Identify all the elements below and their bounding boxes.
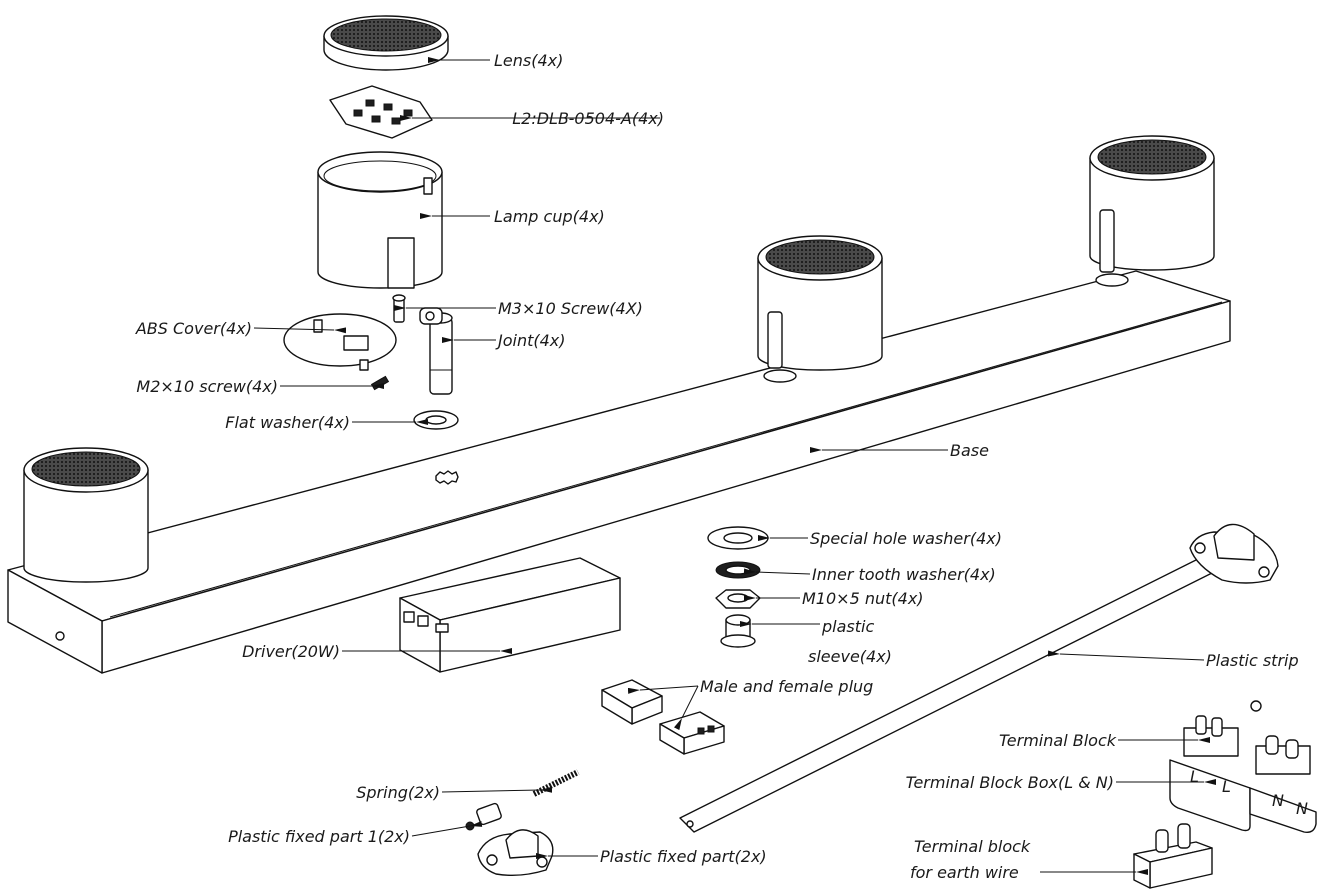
callout-labels: Lens(4x) L2:DLB-0504-A(4x) Lamp cup(4x) … [135,51,1299,882]
small-washer [1250,700,1262,712]
plastic-sleeve [720,614,756,648]
lamp-cup-middle [757,235,883,383]
label-terminal-block: Terminal Block [999,731,1117,750]
male-plug [601,679,663,725]
lamp-cup-right [1089,135,1215,287]
m3-screw [392,294,406,323]
lens [323,15,449,71]
label-plastic-strip: Plastic strip [1206,651,1299,670]
label-abs-cover: ABS Cover(4x) [135,319,252,338]
special-hole-washer [707,526,769,550]
label-joint: Joint(4x) [495,331,566,350]
label-earth-block-line1: Terminal block [914,837,1031,856]
label-plastic-sleeve-line2: sleeve(4x) [808,647,892,666]
label-fixed-part: Plastic fixed part(2x) [600,847,767,866]
base-bar [7,270,1231,674]
terminal-block-box: L L N N [1169,759,1317,834]
label-spring: Spring(2x) [356,783,440,802]
label-earth-block-line2: for earth wire [910,863,1019,882]
label-nut: M10×5 nut(4x) [802,589,924,608]
terminal-marking-n2: N [1296,799,1308,818]
female-plug [659,711,725,755]
label-lens: Lens(4x) [494,51,563,70]
spring [532,769,580,797]
terminal-block [1183,715,1311,775]
label-driver: Driver(20W) [242,642,340,661]
led-board [329,85,433,139]
label-lamp-cup: Lamp cup(4x) [494,207,605,226]
label-fixed-part-1: Plastic fixed part 1(2x) [228,827,410,846]
label-flat-washer: Flat washer(4x) [225,413,350,432]
driver [399,557,621,673]
terminal-marking-l2: L [1222,777,1231,796]
terminal-marking-n1: N [1272,791,1284,810]
label-special-washer: Special hole washer(4x) [810,529,1002,548]
leader-lines [253,57,1216,875]
abs-cover [283,313,397,371]
label-m3-screw: M3×10 Screw(4X) [498,299,643,318]
strip-clamp [1189,523,1279,584]
label-plug: Male and female plug [700,677,873,696]
label-led-board: L2:DLB-0504-A(4x) [512,109,664,128]
label-base: Base [950,441,989,460]
lamp-cup-left [23,447,149,583]
label-m2-screw: M2×10 screw(4x) [136,377,278,396]
label-plastic-sleeve-line1: plastic [821,617,874,636]
label-inner-tooth-washer: Inner tooth washer(4x) [812,565,996,584]
m10-nut [715,589,761,609]
earth-terminal-block [1133,823,1213,889]
joint [419,307,453,395]
plastic-fixed-part-1 [465,802,502,831]
flat-washer [413,410,459,430]
plastic-fixed-part [477,829,554,877]
m2-screw [370,375,390,391]
inner-tooth-washer [715,561,761,579]
terminal-marking-l1: L [1190,767,1199,786]
label-terminal-box: Terminal Block Box(L & N) [906,773,1114,792]
lamp-cup-exploded [317,151,443,289]
